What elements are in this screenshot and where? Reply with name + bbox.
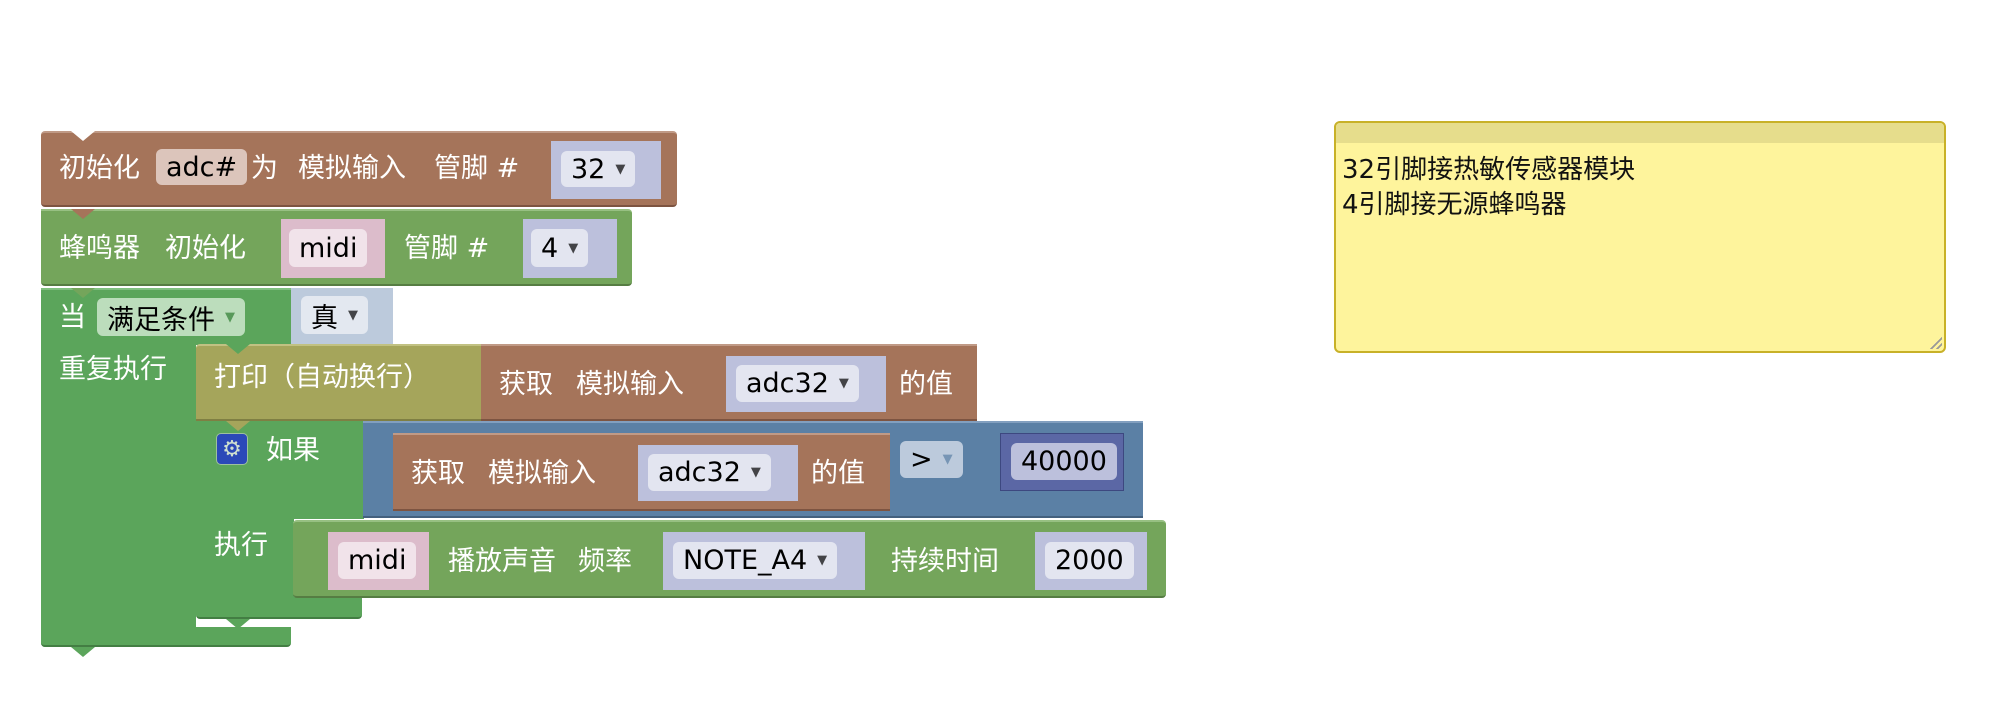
block-bottom-notch [226,619,250,629]
print-label: 打印（自动换行） [214,362,430,393]
print-getter-block[interactable]: 获取 模拟输入 adc32 ▼ 的值 [481,344,977,421]
buzzer-variable-value: midi [299,232,358,264]
threshold-field[interactable]: 40000 [1011,443,1117,480]
dropdown-arrow-icon: ▼ [817,553,828,568]
pin-label: 管脚 # [434,153,520,184]
while-loop-footer [41,627,291,657]
duration-field[interactable]: 2000 [1045,542,1134,579]
getter-var-socket: adc32 ▼ [638,445,798,501]
note-socket: NOTE_A4 ▼ [663,532,865,590]
init-label: 初始化 [59,153,140,184]
gear-icon[interactable]: ⚙ [216,433,248,465]
buzzer-pin-value: 4 [541,232,559,264]
duration-socket: 2000 [1035,532,1147,590]
buzzer-pin-socket: 4 ▼ [523,219,617,278]
analog-input-label: 模拟输入 [298,153,406,184]
duration-label: 持续时间 [891,546,999,577]
getter-var-dropdown[interactable]: adc32 ▼ [736,365,859,402]
frequency-label: 频率 [578,546,632,577]
dropdown-arrow-icon: ▼ [615,161,626,177]
print-block[interactable]: 打印（自动换行） [196,344,481,421]
pin-socket: 32 ▼ [551,141,661,199]
analog-input-label: 模拟输入 [576,369,684,400]
pin-dropdown-value: 32 [571,153,606,185]
buzzer-init-block[interactable]: 蜂鸣器 初始化 midi 管脚 # 4 ▼ [41,209,632,286]
as-label: 为 [251,153,278,184]
threshold-number-block[interactable]: 40000 [1000,433,1124,491]
condition-socket: 真 ▼ [291,288,393,345]
if-body-arm: 执行 [196,518,294,598]
operator-dropdown[interactable]: > ▼ [900,441,963,478]
dropdown-arrow-icon: ▼ [225,309,235,325]
dropdown-arrow-icon: ▼ [750,465,761,480]
block-bottom-notch [71,647,95,657]
play-sound-block[interactable]: midi 播放声音 频率 NOTE_A4 ▼ 持续时间 2000 [293,520,1166,598]
play-sound-label: 播放声音 [448,546,556,577]
condition-value: 真 [311,302,338,334]
dropdown-arrow-icon: ▼ [568,240,579,256]
do-label: 执行 [214,530,268,561]
buzzer-pin-label: 管脚 # [404,233,490,264]
dropdown-arrow-icon: ▼ [942,452,953,467]
get-label: 获取 [411,458,465,489]
loop-mode-value: 满足条件 [107,304,215,336]
analog-input-label: 模拟输入 [488,458,596,489]
block-top-notch [71,209,95,219]
variable-name-field[interactable]: adc# [156,149,248,185]
init-analog-input-block[interactable]: 初始化 adc# 为 模拟输入 管脚 # 32 ▼ [41,131,677,207]
block-top-notch [226,421,250,431]
buzzer-label: 蜂鸣器 [59,233,140,264]
repeat-label: 重复执行 [59,354,167,385]
value-label: 的值 [899,369,953,400]
loop-mode-dropdown[interactable]: 满足条件 ▼ [97,298,245,336]
while-loop-header[interactable]: 当 满足条件 ▼ [41,288,291,345]
get-label: 获取 [499,369,553,400]
block-top-notch [71,131,95,141]
when-label: 当 [59,302,86,333]
dropdown-arrow-icon: ▼ [838,376,849,391]
getter-var-value: adc32 [746,368,829,399]
play-variable-value: midi [348,545,407,576]
play-variable-field[interactable]: midi [338,542,417,579]
comment-text[interactable]: 32引脚接热敏传感器模块 4引脚接无源蜂鸣器 [1342,155,1636,220]
while-loop-body-arm: 重复执行 [41,344,196,647]
if-label: 如果 [266,435,320,466]
buzzer-init-label: 初始化 [165,233,246,264]
buzzer-pin-dropdown[interactable]: 4 ▼ [531,229,589,267]
buzzer-variable-field[interactable]: midi [289,229,368,267]
value-label: 的值 [811,458,865,489]
workspace-comment[interactable]: 32引脚接热敏传感器模块 4引脚接无源蜂鸣器 [1334,121,1946,353]
compare-getter-block[interactable]: 获取 模拟输入 adc32 ▼ 的值 [393,433,890,511]
if-block-footer [196,597,362,629]
getter-var-dropdown[interactable]: adc32 ▼ [648,454,771,491]
getter-var-value: adc32 [658,457,741,488]
pin-dropdown[interactable]: 32 ▼ [561,151,636,187]
duration-value: 2000 [1055,545,1124,576]
getter-var-socket: adc32 ▼ [726,356,886,412]
note-dropdown[interactable]: NOTE_A4 ▼ [673,542,838,579]
block-top-notch [226,344,250,354]
condition-dropdown[interactable]: 真 ▼ [301,296,368,334]
compare-block[interactable]: 获取 模拟输入 adc32 ▼ 的值 > ▼ 40000 [363,421,1143,518]
comment-drag-bar[interactable] [1336,123,1944,143]
resize-handle-icon[interactable] [1930,337,1942,349]
block-top-notch [71,288,95,298]
dropdown-arrow-icon: ▼ [348,307,358,323]
buzzer-variable-socket: midi [281,219,385,278]
note-value: NOTE_A4 [683,545,808,576]
if-block[interactable]: ⚙ 如果 [196,421,364,519]
operator-value: > [910,444,933,475]
threshold-value: 40000 [1021,446,1107,477]
play-variable-socket: midi [328,532,429,590]
